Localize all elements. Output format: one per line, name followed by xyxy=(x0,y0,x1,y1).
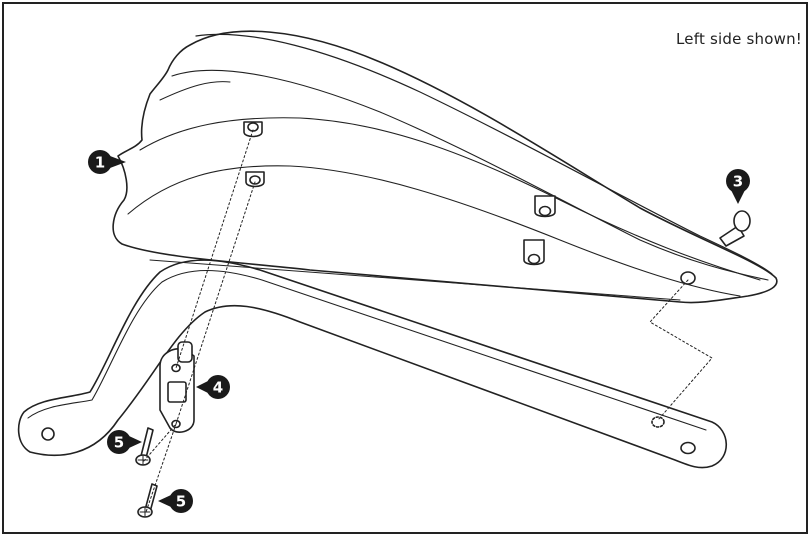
assembly-line-1 xyxy=(175,129,254,369)
mounting-bracket xyxy=(17,259,727,469)
callout-4: 4 xyxy=(196,375,230,399)
shell-front-curve xyxy=(159,81,231,101)
shell-edge-line xyxy=(149,259,681,301)
handguard-shell xyxy=(112,30,778,304)
svg-text:3: 3 xyxy=(733,173,743,191)
shell-ridge-mid xyxy=(171,69,769,281)
svg-text:1: 1 xyxy=(95,154,105,172)
svg-text:4: 4 xyxy=(213,379,223,397)
svg-text:5: 5 xyxy=(176,493,186,511)
shell-ridge-lower xyxy=(139,117,761,281)
assembly-line-4 xyxy=(649,279,713,421)
assembly-line-2 xyxy=(142,181,256,463)
shell-ridge-top xyxy=(195,33,773,275)
shell-boss-4 xyxy=(523,239,545,266)
side-note: Left side shown! xyxy=(676,30,802,48)
clamp-part xyxy=(159,341,195,433)
bolt-part-3 xyxy=(719,210,751,247)
shell-boss-3 xyxy=(534,195,556,218)
shell-boss-1 xyxy=(243,121,263,138)
svg-text:5: 5 xyxy=(114,434,124,452)
shell-hole-front xyxy=(680,271,696,285)
bracket-inner-edge xyxy=(27,270,707,431)
shell-ridge-bottom xyxy=(127,165,741,297)
callout-3: 3 xyxy=(726,169,750,204)
assembly-line-3 xyxy=(145,423,177,513)
screw-upper xyxy=(135,427,154,466)
bracket-hole-right xyxy=(680,441,696,455)
callout-5-lower: 5 xyxy=(158,489,193,513)
callout-1: 1 xyxy=(88,150,126,174)
callout-5-upper: 5 xyxy=(107,430,142,454)
bracket-hidden-hole xyxy=(651,416,665,428)
shell-boss-2 xyxy=(245,171,265,188)
bracket-hole-left xyxy=(41,427,55,441)
